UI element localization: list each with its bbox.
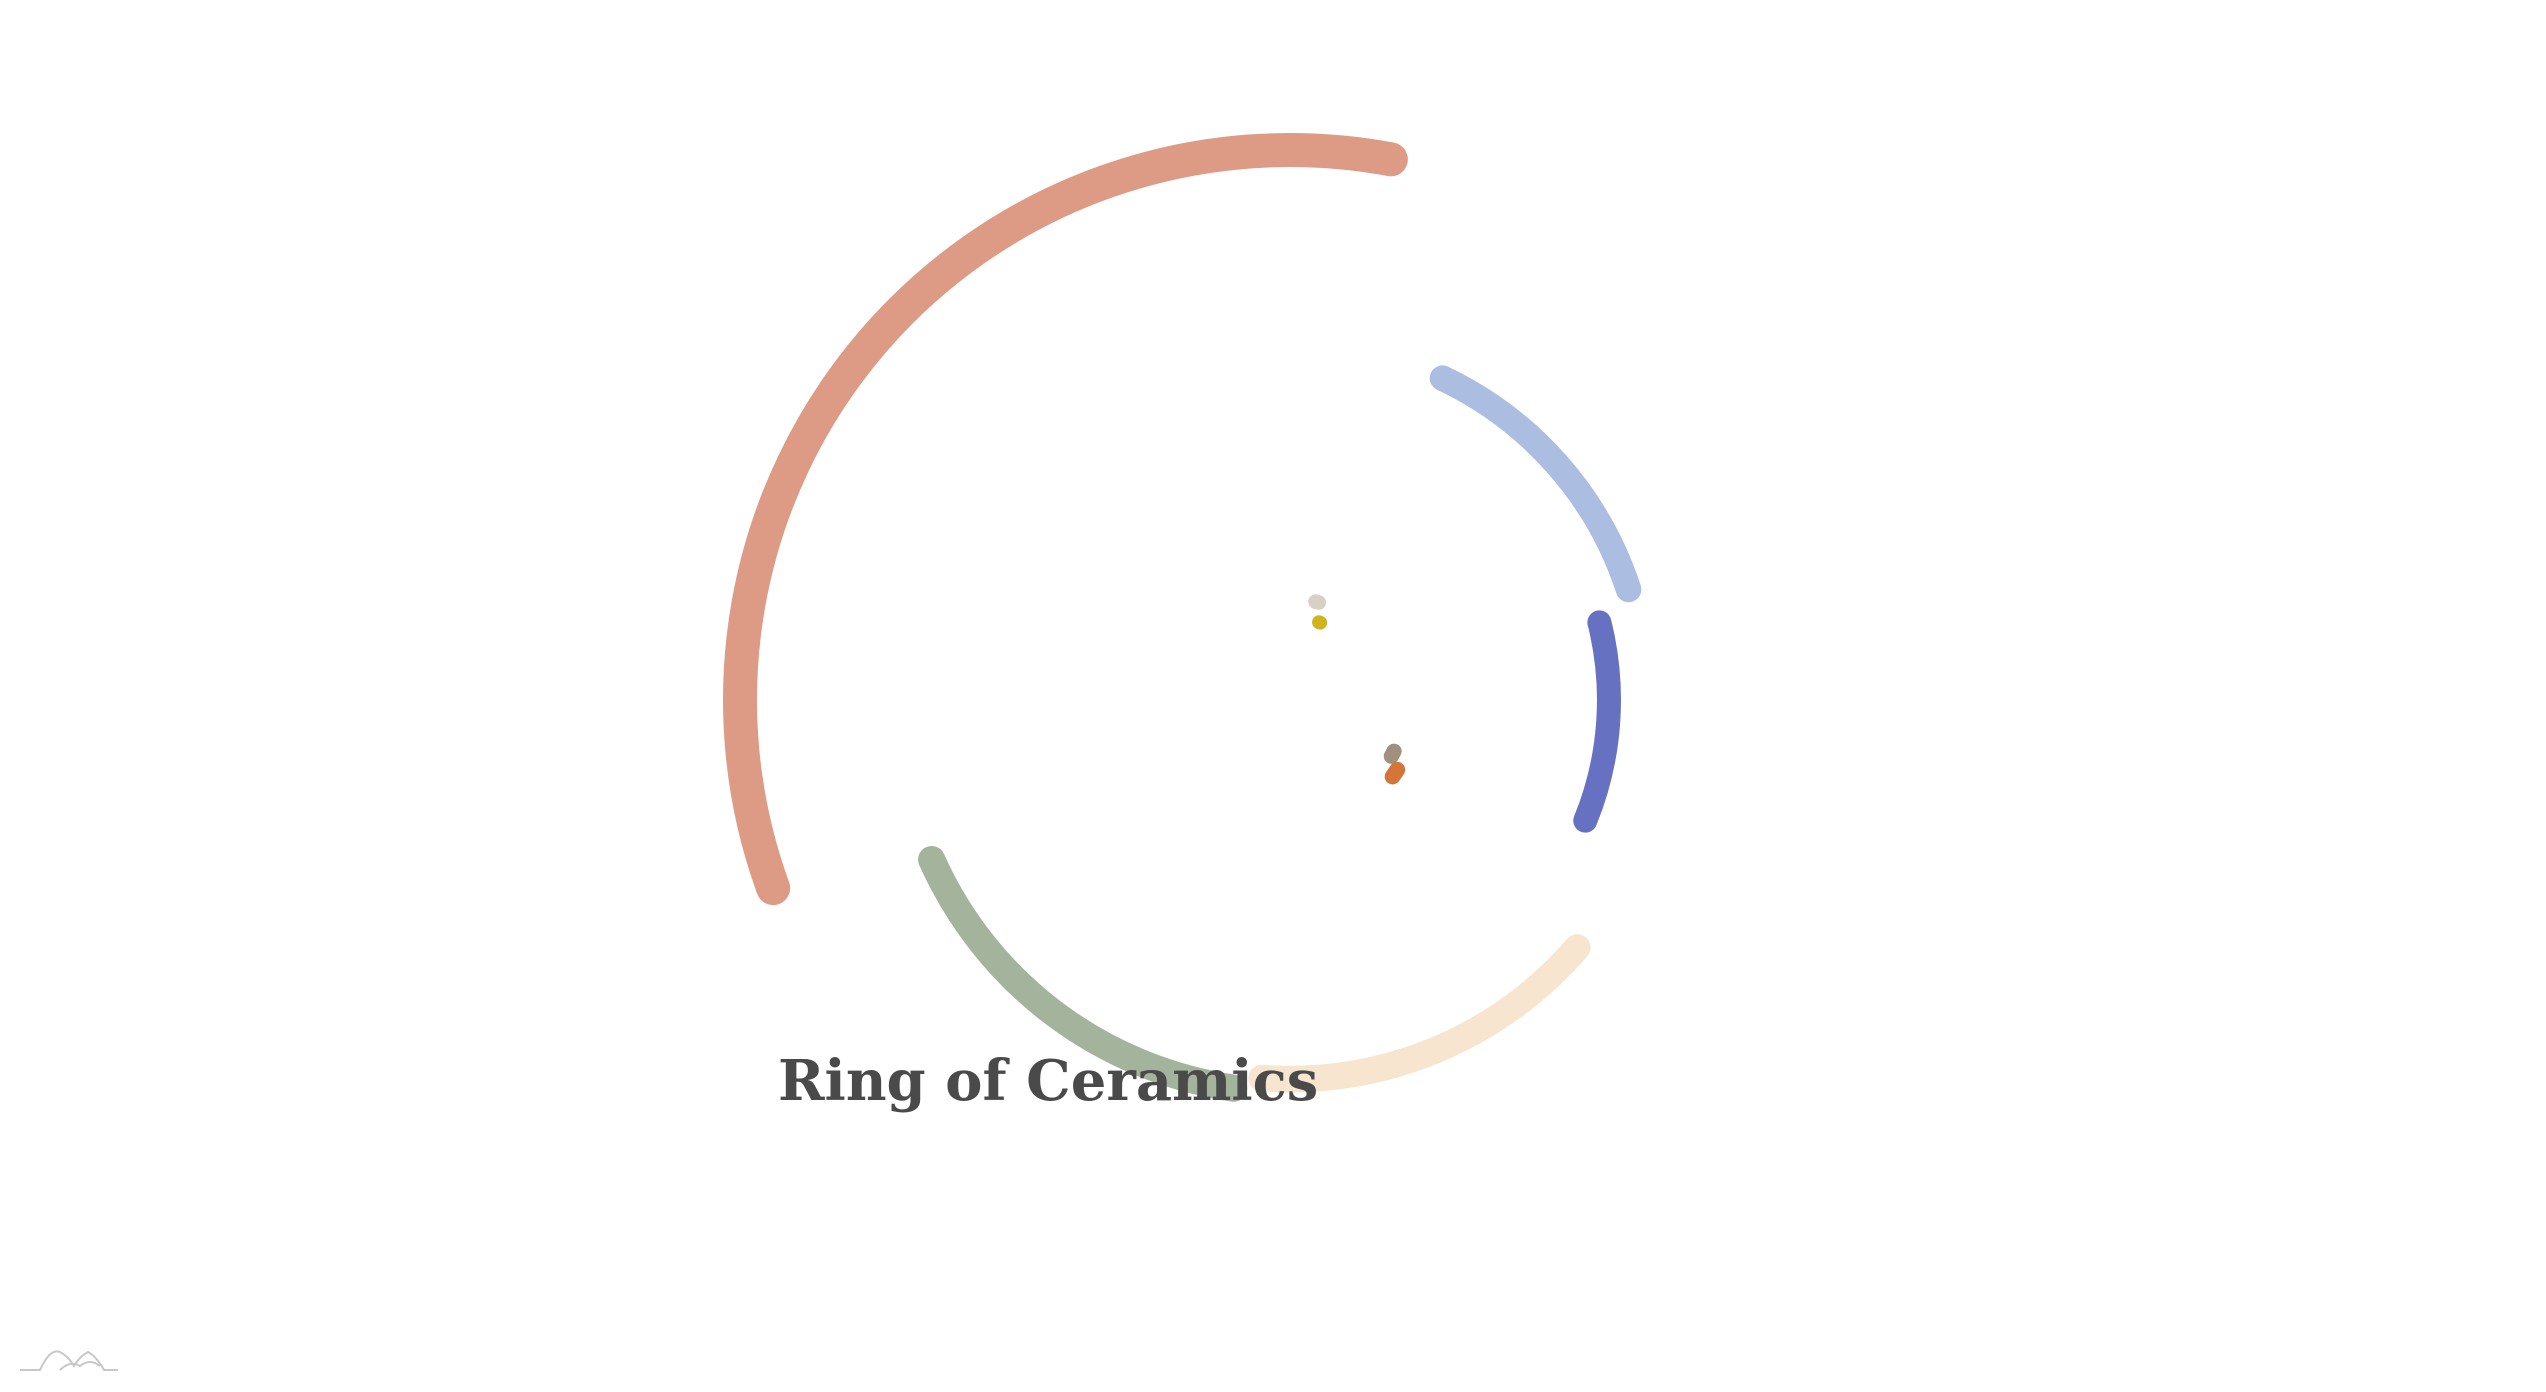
ring-arc-5 xyxy=(1573,610,1621,833)
ring-arcs xyxy=(723,133,1642,1102)
chart-title: Ring of Ceramics xyxy=(778,1048,1318,1114)
ring-arc-9 xyxy=(918,845,1248,1102)
ring-arc-2 xyxy=(1308,594,1327,610)
ring-arc-1 xyxy=(723,133,1408,906)
mountain-logo-icon xyxy=(20,1350,118,1371)
ring-arc-8 xyxy=(1248,934,1591,1093)
ring-arc-4 xyxy=(1429,365,1642,603)
ring-arc-7 xyxy=(1384,761,1406,785)
ring-arc-6 xyxy=(1383,743,1402,764)
